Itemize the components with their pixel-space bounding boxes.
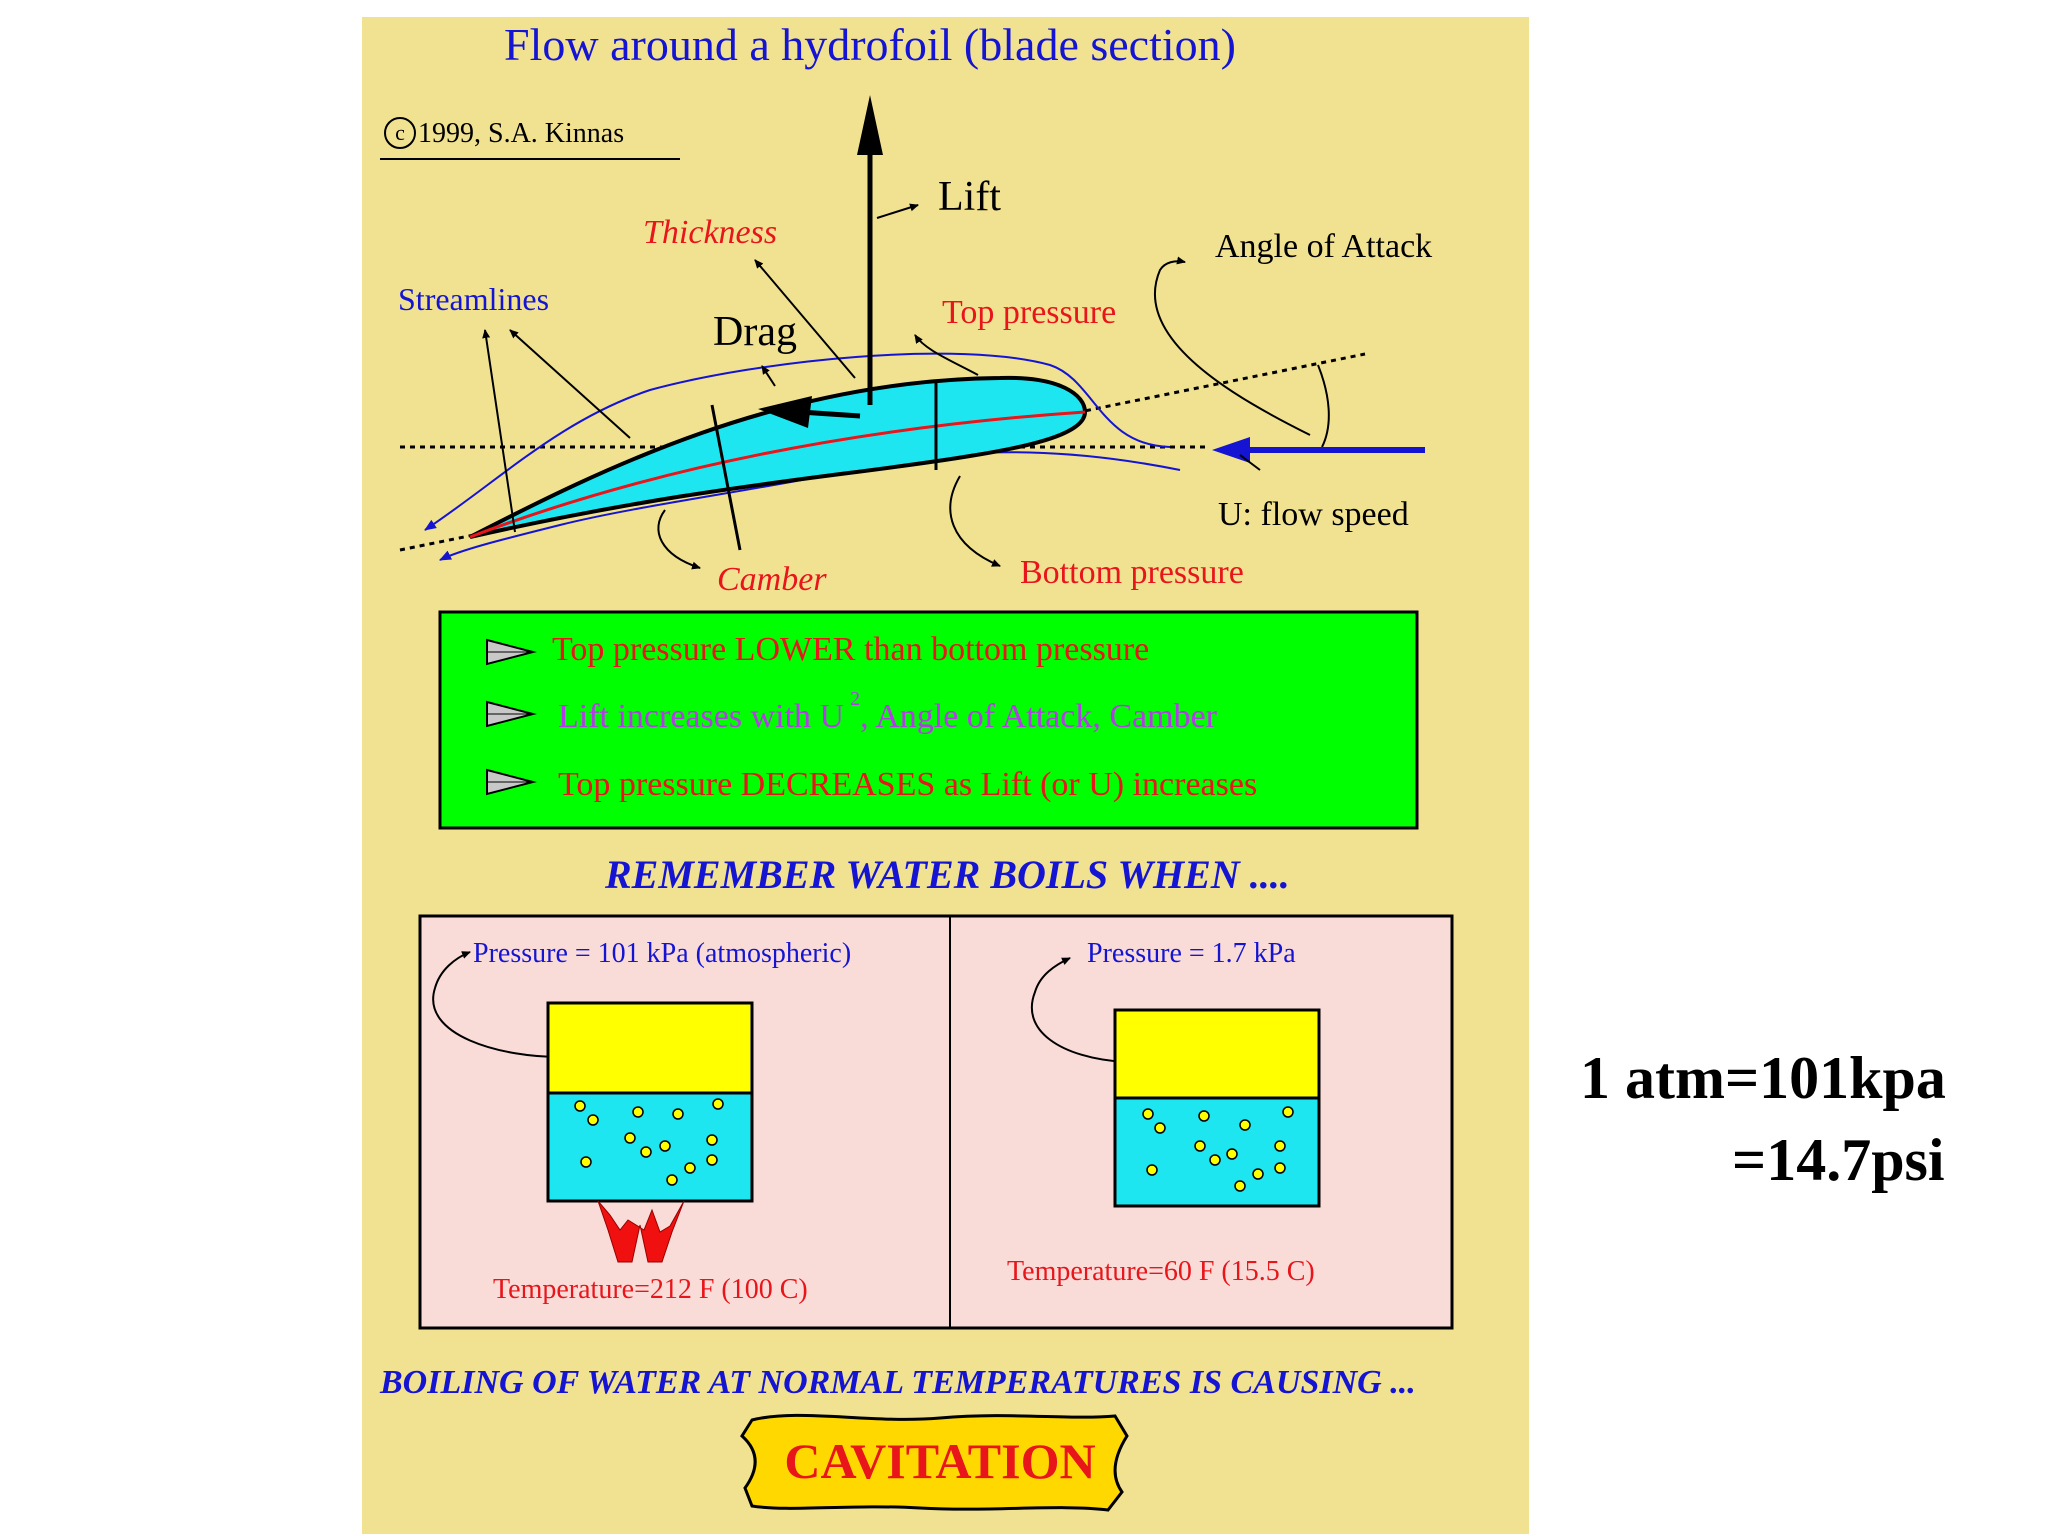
camber-line bbox=[469, 410, 1086, 539]
top-pressure-label: Top pressure bbox=[942, 294, 1116, 331]
copyright-symbol bbox=[384, 117, 416, 149]
copyright-symbol-letter: c bbox=[395, 120, 405, 145]
streamline-top bbox=[424, 352, 1171, 531]
arrow-bullet-icon bbox=[486, 638, 537, 666]
bubble-icon bbox=[1142, 1106, 1294, 1192]
bubble-icon bbox=[574, 1098, 724, 1186]
lift-label: Lift bbox=[938, 174, 1001, 220]
lift-arrow bbox=[857, 95, 883, 405]
remember-heading: REMEMBER WATER BOILS WHEN .... bbox=[604, 852, 1290, 897]
arrow-bullet-icon bbox=[486, 768, 537, 796]
copyright: c 1999, S.A. Kinnas bbox=[380, 117, 680, 160]
panel-right-temperature: Temperature=60 F (15.5 C) bbox=[1007, 1256, 1315, 1287]
boiling-heading: BOILING OF WATER AT NORMAL TEMPERATURES … bbox=[379, 1364, 1416, 1401]
flame-icon bbox=[597, 1200, 685, 1263]
camber-bar bbox=[710, 404, 742, 551]
hydrofoil bbox=[469, 375, 1088, 539]
streamlines-label: Streamlines bbox=[398, 281, 549, 317]
arrow-bullet-icon bbox=[486, 700, 537, 728]
fact-1: Top pressure LOWER than bottom pressure bbox=[552, 631, 1149, 668]
atm-conversion-line2: =14.7psi bbox=[1732, 1127, 1945, 1193]
lift-label-pointer bbox=[876, 203, 919, 219]
boiling-panels: Pressure = 101 kPa (atmospheric) Tempera… bbox=[418, 914, 1454, 1330]
facts-box: Top pressure LOWER than bottom pressure … bbox=[438, 610, 1419, 830]
bottom-pressure-label: Bottom pressure bbox=[1020, 554, 1244, 591]
copyright-text: 1999, S.A. Kinnas bbox=[418, 118, 624, 149]
thickness-label: Thickness bbox=[643, 214, 777, 251]
atm-conversion-line1: 1 atm=101kpa bbox=[1580, 1045, 1946, 1111]
fact-3: Top pressure DECREASES as Lift (or U) in… bbox=[558, 766, 1257, 803]
flow-speed-label: U: flow speed bbox=[1218, 496, 1409, 533]
drag-arrow bbox=[758, 396, 861, 428]
panel-left-temperature: Temperature=212 F (100 C) bbox=[493, 1274, 808, 1305]
drag-label: Drag bbox=[713, 309, 797, 355]
panel-right-vapor bbox=[1113, 1008, 1321, 1100]
angle-of-attack-label: Angle of Attack bbox=[1215, 228, 1432, 265]
camber-label: Camber bbox=[717, 561, 827, 598]
streamline-bottom bbox=[439, 451, 1181, 561]
panel-right-pressure: Pressure = 1.7 kPa bbox=[1087, 938, 1296, 969]
diagram-title: Flow around a hydrofoil (blade section) bbox=[504, 19, 1236, 70]
cavitation-text: CAVITATION bbox=[784, 1433, 1095, 1489]
angle-arc bbox=[1317, 364, 1330, 448]
panel-left-vapor bbox=[546, 1001, 754, 1095]
panel-left-pressure: Pressure = 101 kPa (atmospheric) bbox=[473, 938, 851, 969]
cavitation-banner: CAVITATION bbox=[740, 1413, 1129, 1512]
